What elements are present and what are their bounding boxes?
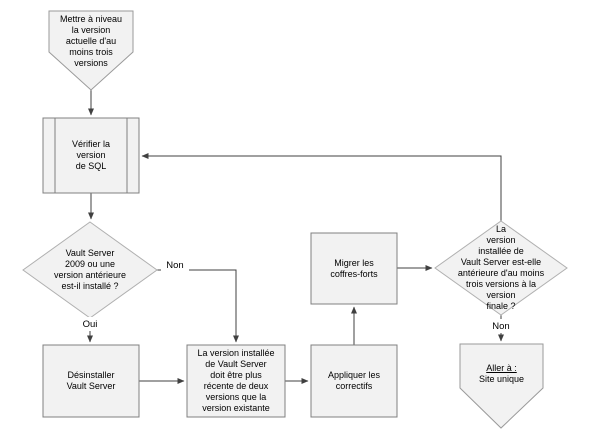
goto-node-shape bbox=[459, 343, 544, 429]
decision2-shape bbox=[434, 220, 568, 316]
uninstall-shape bbox=[42, 344, 140, 418]
migrate-vaults-shape bbox=[310, 232, 398, 305]
predefined-process-shape bbox=[42, 117, 140, 194]
apply-patches-shape bbox=[310, 344, 398, 418]
connector-decision1-non-to-version-rule bbox=[157, 269, 239, 343]
decision1-shape bbox=[22, 221, 158, 319]
start-node-shape bbox=[48, 10, 134, 91]
connector-decision2-loop-to-sql bbox=[141, 153, 502, 221]
version-rule-shape bbox=[186, 344, 286, 418]
